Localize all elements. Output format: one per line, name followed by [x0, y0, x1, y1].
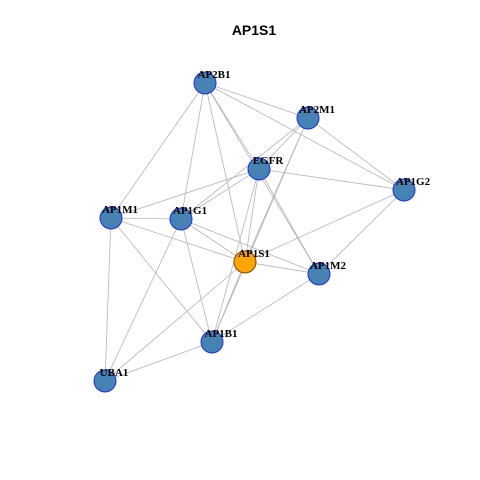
node-label-ap1m2: AP1M2 [310, 260, 347, 272]
node-label-ap1g2: AP1G2 [396, 176, 431, 188]
edge-ap1g1-ap1s1 [180, 218, 246, 263]
edge-egfr-ap1s1 [244, 168, 260, 263]
edge-ap2b1-ap1g1 [180, 82, 206, 220]
edge-ap1s1-ap1m2 [244, 261, 320, 275]
node-ap1m1 [99, 206, 123, 230]
edge-ap1g2-ap1m2 [318, 189, 405, 275]
node-label-uba1: UBA1 [100, 367, 129, 379]
node-label-egfr: EGFR [253, 155, 285, 167]
edge-ap1g2-ap1s1 [244, 189, 405, 263]
edge-ap1b1-uba1 [104, 341, 213, 382]
edge-egfr-ap1m2 [258, 168, 320, 275]
node-ap2m1 [296, 106, 320, 130]
edge-ap1m1-ap1b1 [110, 217, 213, 343]
node-label-ap1s1: AP1S1 [238, 248, 270, 260]
edge-ap2b1-ap1s1 [204, 82, 246, 263]
edge-egfr-ap1g2 [258, 168, 405, 191]
node-ap1g1 [169, 207, 193, 231]
node-label-ap2b1: AP2B1 [198, 69, 231, 81]
node-ap1b1 [200, 330, 224, 354]
node-ap1s1 [233, 250, 257, 274]
edge-ap2b1-ap1g2 [204, 82, 405, 191]
edge-ap1g1-ap1b1 [180, 218, 213, 343]
edge-ap1s1-uba1 [104, 261, 246, 382]
node-label-ap2m1: AP2M1 [299, 104, 335, 116]
edge-egfr-ap1m1 [110, 168, 260, 219]
edge-ap1m1-ap1g1 [110, 217, 182, 220]
edge-ap2m1-ap1g1 [180, 117, 309, 220]
node-ap1m2 [307, 262, 331, 286]
nodes-layer [93, 71, 416, 393]
edge-ap2b1-ap2m1 [204, 82, 309, 119]
edges-layer [104, 82, 405, 382]
graph-title: AP1S1 [232, 22, 277, 38]
node-label-ap1m1: AP1M1 [102, 204, 138, 216]
node-egfr [247, 157, 271, 181]
node-label-ap1b1: AP1B1 [205, 328, 238, 340]
edge-ap1s1-ap1b1 [211, 261, 246, 343]
edge-egfr-ap1g1 [180, 168, 260, 220]
edge-ap1g1-ap1m2 [180, 218, 320, 275]
edge-ap2m1-egfr [258, 117, 309, 170]
edge-ap2b1-ap1m1 [110, 82, 206, 219]
edge-ap1m1-ap1s1 [110, 217, 246, 263]
edge-ap1g1-uba1 [104, 218, 182, 382]
edge-ap2m1-ap1b1 [211, 117, 309, 343]
edge-ap2m1-ap1g2 [307, 117, 405, 191]
edge-ap1m1-uba1 [104, 217, 112, 382]
node-label-ap1g1: AP1G1 [173, 205, 207, 217]
edge-ap1m2-ap1b1 [211, 273, 320, 343]
node-uba1 [93, 369, 117, 393]
node-ap1g2 [392, 178, 416, 202]
node-ap2b1 [193, 71, 217, 95]
